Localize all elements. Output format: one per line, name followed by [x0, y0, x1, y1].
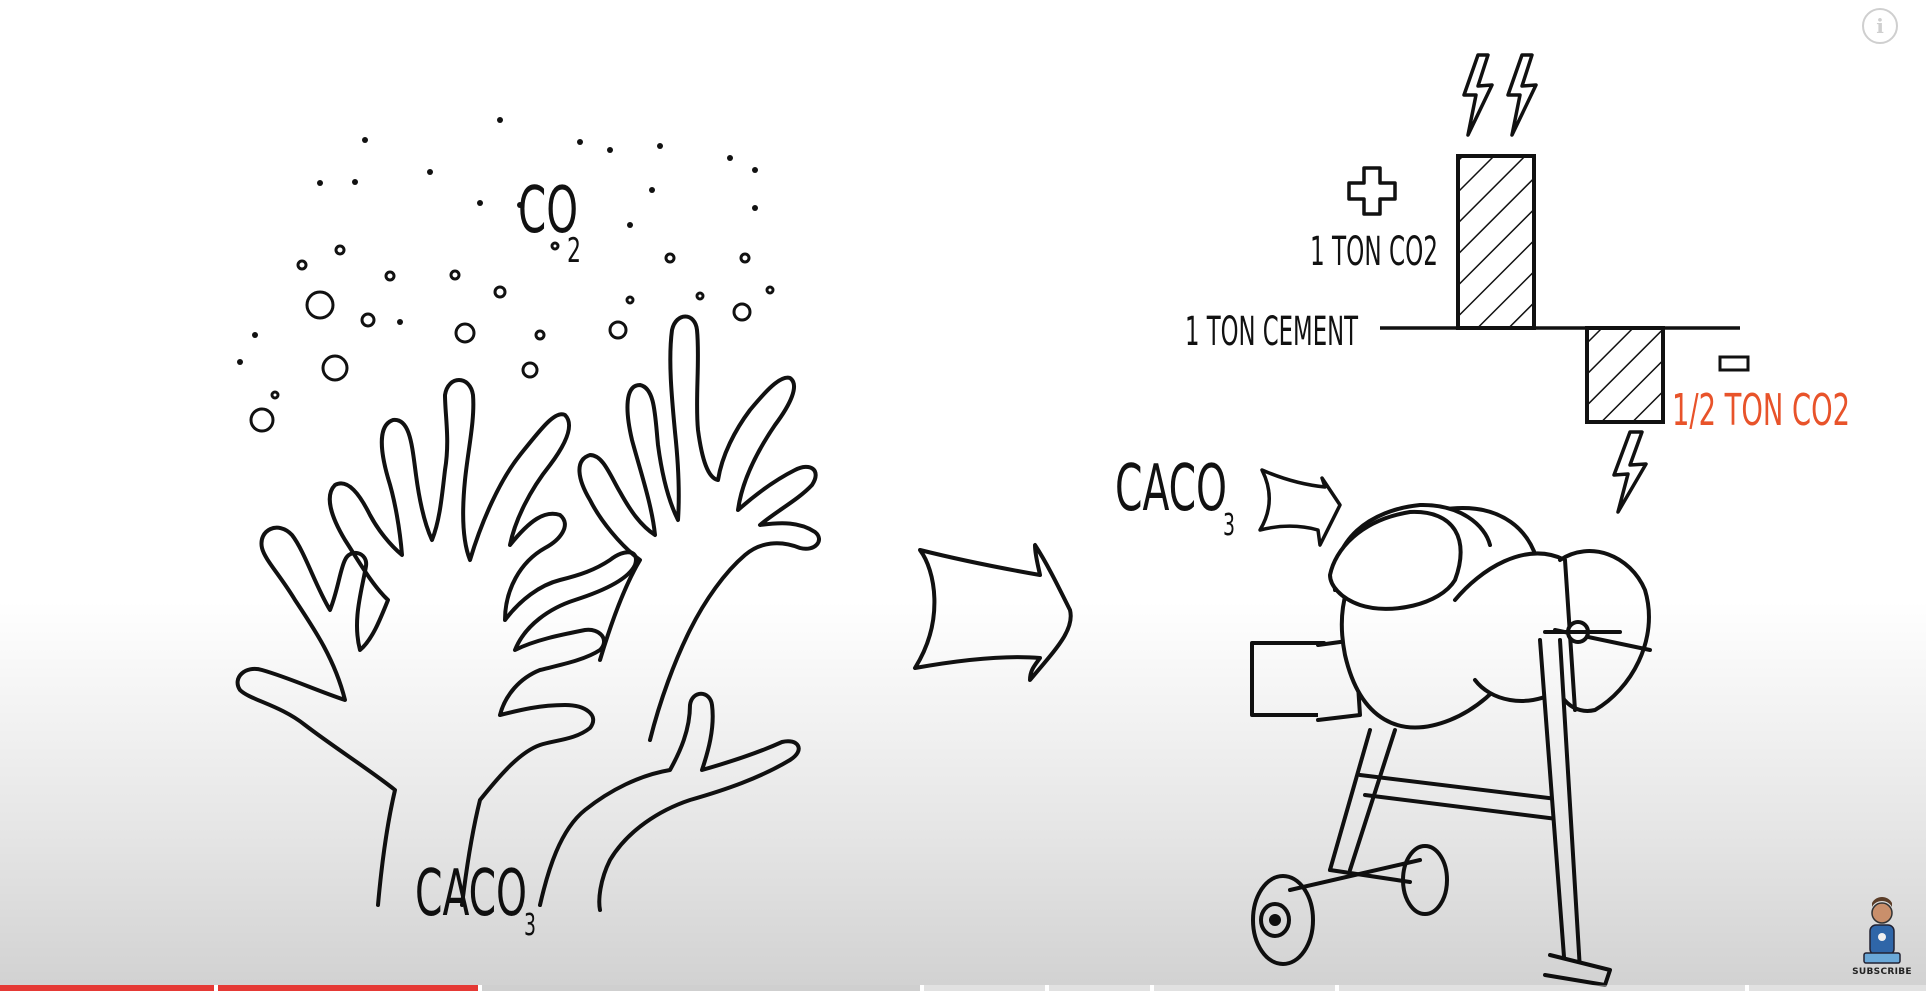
- coral-caco3-subscript: 3: [524, 908, 536, 943]
- emit-co2-label: 1 TON CO2: [1310, 229, 1438, 275]
- chapter-divider: [1745, 985, 1749, 991]
- transform-arrow: [915, 545, 1071, 680]
- mixer-caco3-label: CACO: [1115, 452, 1227, 526]
- info-icon[interactable]: i: [1862, 8, 1898, 44]
- chapter-divider: [1150, 985, 1154, 991]
- cement-label: 1 TON CEMENT: [1185, 309, 1359, 355]
- chapter-divider: [1335, 985, 1339, 991]
- mixer-caco3-subscript: 3: [1223, 508, 1235, 543]
- progress-played: [0, 985, 482, 991]
- progress-bar[interactable]: [0, 985, 1926, 991]
- co2-bubbles: [251, 243, 773, 431]
- co2-subscript: 2: [567, 231, 581, 271]
- coral-right-trunk: [540, 317, 819, 911]
- avatar-icon: [1848, 895, 1916, 965]
- coral-drawing: [238, 380, 636, 905]
- absorb-co2-label: 1/2 TON CO2: [1672, 385, 1850, 436]
- emission-bar: [1458, 156, 1534, 328]
- plus-icon: [1349, 168, 1395, 214]
- chapter-divider: [1045, 985, 1049, 991]
- minus-icon: [1720, 357, 1748, 370]
- chapter-divider: [478, 985, 482, 991]
- absorption-bar: [1587, 328, 1663, 422]
- subscribe-label: SUBSCRIBE: [1848, 967, 1916, 977]
- lightning-icon-pair: [1464, 55, 1536, 135]
- chapter-divider: [214, 985, 218, 991]
- feed-arrow-icon: [1260, 470, 1340, 545]
- chapter-divider: [920, 985, 924, 991]
- lightning-icon-single: [1614, 432, 1646, 512]
- co2-specks: [237, 117, 758, 365]
- cement-mixer-drawing: [1252, 505, 1650, 985]
- coral-caco3-label: CACO: [415, 857, 527, 931]
- subscribe-watermark-button[interactable]: SUBSCRIBE: [1848, 895, 1916, 977]
